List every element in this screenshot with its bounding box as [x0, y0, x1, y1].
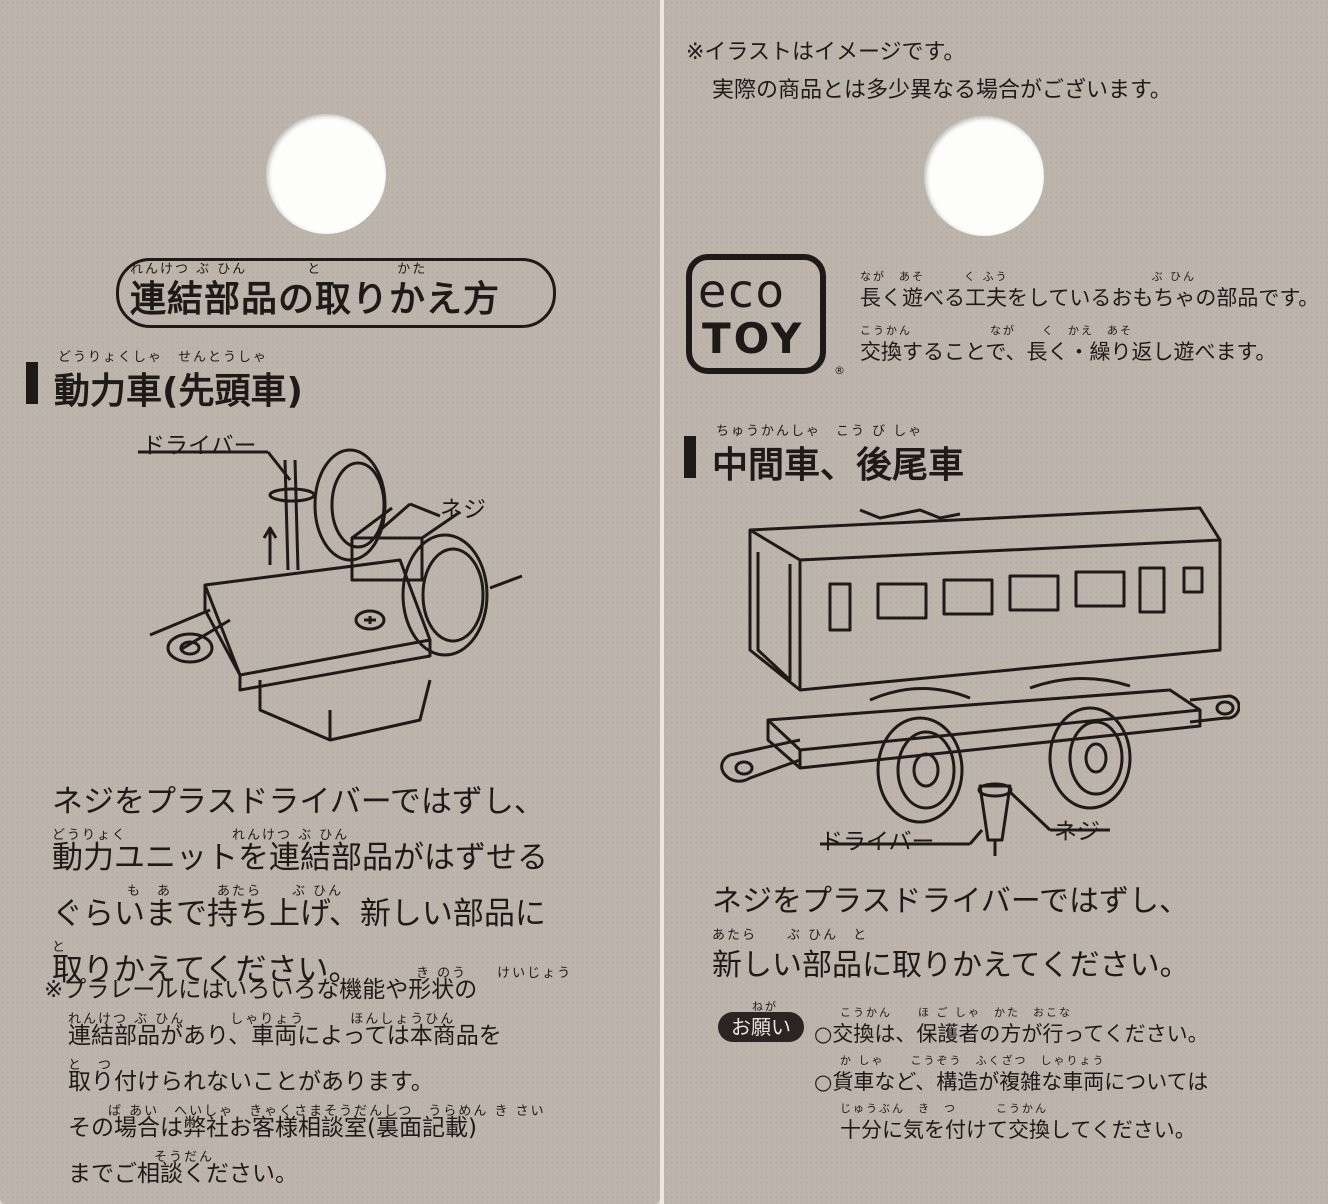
instruction-line: 新しい部品に取りかえてください。	[712, 948, 1190, 983]
eco-ruby: なが あそ く ふう ぶ ひん	[860, 270, 1196, 283]
eco-description: なが あそ く ふう ぶ ひん 長く遊べる工夫をしているおもちゃの部品です。 こ…	[860, 268, 1319, 366]
instruction-line: 動力ユニットを連結部品がはずせる	[52, 840, 548, 876]
request-line: 十分に気を付けて交換してください。	[840, 1118, 1196, 1142]
section-title-right: 中間車、後尾車	[712, 445, 965, 486]
card-fold-gap	[660, 0, 664, 1204]
note-line: 連結部品があり、車両によっては本商品を	[68, 1023, 502, 1049]
image-disclaimer-2: 実際の商品とは多少異なる場合がございます。	[712, 78, 1172, 103]
driver-label-right: ドライバー	[820, 829, 935, 855]
note-ruby: と つ	[68, 1058, 114, 1073]
instruction-ruby: あたら ぶ ひん と	[712, 928, 869, 943]
section-title-left: 動力車(先頭車)	[54, 371, 303, 412]
hang-hole-right	[924, 116, 1044, 236]
page-title: 連結部品の取りかえ方	[130, 279, 501, 320]
request-ruby: こうかん ほ ご しゃ かた おこな	[840, 1006, 1072, 1019]
onegai-ruby: ねが	[752, 1000, 778, 1013]
instruction-ruby: も あ あたら ぶ ひん	[52, 884, 344, 899]
section-ruby-left: どうりょくしゃ せんとうしゃ	[58, 350, 269, 365]
instruction-line: ネジをプラスドライバーではずし、	[712, 884, 1189, 919]
request-badge: お願い	[718, 1012, 804, 1042]
eco-logo-text: eco	[698, 264, 786, 318]
eco-line: 長く遊べる工夫をしているおもちゃの部品です。	[860, 286, 1320, 310]
request-line: ○交換は、保護者の方が行ってください。	[814, 1022, 1209, 1046]
hang-hole-left	[266, 114, 386, 234]
note-ruby: そうだん	[154, 1150, 215, 1165]
instruction-ruby: どうりょく れんけつ ぶ ひん	[52, 828, 350, 843]
note-line: 取り付けられないことがあります。	[68, 1069, 434, 1095]
eco-toy-logo: eco TOY	[686, 254, 826, 374]
note-line: その場合は弊社お客様相談室(裏面記載)	[68, 1115, 477, 1141]
image-disclaimer: ※イラストはイメージです。	[686, 40, 966, 65]
trailer-car-illustration	[720, 506, 1240, 856]
registered-mark: ®	[834, 364, 845, 377]
request-ruby: か しゃ こうぞう ふくざつ しゃりょう	[840, 1054, 1106, 1067]
driver-label-left: ドライバー	[142, 433, 257, 459]
title-ruby: れんけつ ぶ ひん と かた	[130, 262, 428, 277]
eco-line: 交換することで、長く・繰り返し遊べます。	[860, 340, 1277, 364]
note-ruby: れんけつ ぶ ひん しゃりょう ほんしょうひん	[68, 1012, 456, 1027]
eco-ruby: こうかん なが く かえ あそ	[860, 324, 1133, 337]
instruction-line: ネジをプラスドライバーではずし、	[52, 784, 545, 820]
note-ruby: ば あい へいしゃ きゃくさまそうだんしつ うらめん き さい	[108, 1104, 546, 1119]
instruction-ruby: と	[52, 940, 68, 955]
title-box	[116, 258, 556, 328]
request-ruby: じゅうぶん き つ こうかん	[840, 1102, 1048, 1115]
section-marker-left	[26, 362, 38, 404]
instruction-line: 取りかえてください。	[52, 952, 360, 988]
section-marker-right	[684, 436, 696, 478]
note-line: ※プラレールにはいろいろな機能や形状の	[44, 977, 478, 1003]
instruction-ruby	[52, 772, 548, 784]
request-line: ○貨車など、構造が複雑な車両については	[814, 1070, 1209, 1094]
screw-label-left: ネジ	[440, 497, 486, 523]
screw-label-right: ネジ	[1054, 819, 1100, 845]
power-car-illustration	[138, 448, 523, 742]
note-ruby: き のう けいじょう	[416, 966, 573, 981]
compatibility-note: き のう けいじょう ※プラレールにはいろいろな機能や形状の れんけつ ぶ ひん…	[44, 962, 572, 1188]
instruction-line: ぐらいまで持ち上げ、新しい部品に	[52, 896, 546, 932]
instruction-left: ネジをプラスドライバーではずし、 どうりょく れんけつ ぶ ひん 動力ユニットを…	[52, 772, 548, 988]
right-card	[664, 0, 1328, 1204]
section-ruby-right: ちゅうかんしゃ こう び しゃ	[716, 424, 924, 439]
note-line: までご相談ください。	[68, 1161, 298, 1187]
instruction-right: ネジをプラスドライバーではずし、 あたら ぶ ひん と 新しい部品に取りかえてく…	[712, 876, 1190, 984]
toy-logo-text: TOY	[702, 314, 805, 363]
request-list: こうかん ほ ご しゃ かた おこな ○交換は、保護者の方が行ってください。 か…	[814, 1004, 1209, 1144]
